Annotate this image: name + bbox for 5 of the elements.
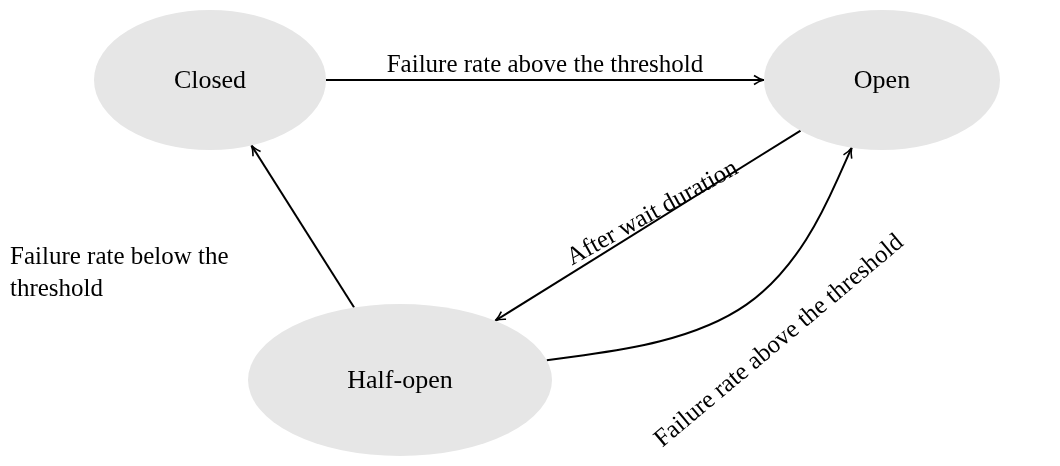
state-label: Closed — [173, 65, 247, 95]
edge-label: Failure rate below the threshold — [10, 240, 230, 303]
state-label: Half-open — [347, 365, 453, 395]
state-label: Open — [853, 65, 911, 95]
edge-label: Failure rate above the threshold — [386, 50, 704, 78]
